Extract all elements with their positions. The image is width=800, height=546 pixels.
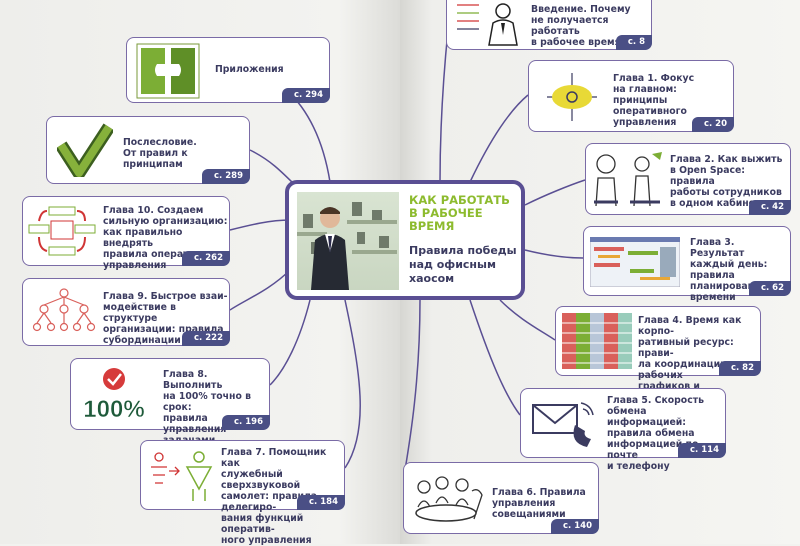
page-badge: с. 20 [691, 117, 734, 132]
author-photo [297, 192, 399, 290]
book-title-card: КАК РАБОТАТЬ В РАБОЧЕЕ ВРЕМЯ Правила поб… [285, 180, 525, 300]
meeting-table-illustration [412, 473, 484, 531]
page-badge: с. 294 [282, 88, 330, 103]
toc-text: Глава 8. Выполнить на 100% точно в срок:… [163, 369, 251, 446]
toc-text: Послесловие. От правил к принципам [123, 137, 197, 170]
open-space-illustration [590, 150, 666, 216]
delegation-illustration [149, 449, 215, 507]
toc-text: Приложения [215, 64, 284, 75]
connector-ch3 [524, 249, 584, 259]
connector-ch10 [229, 219, 291, 231]
toc-card-appendix[interactable]: Приложения с. 294 [126, 37, 330, 103]
page-badge: с. 82 [718, 361, 761, 376]
toc-card-chapter-5[interactable]: Глава 5. Скорость обмена информацией: пр… [520, 388, 726, 472]
mail-phone-icon [531, 395, 597, 455]
connector-ch4 [499, 299, 556, 341]
page-badge: с. 262 [182, 251, 230, 266]
checkmark-icon [55, 123, 115, 181]
toc-text: Глава 7. Помощник как служебный сверхзву… [221, 447, 327, 546]
toc-card-chapter-6[interactable]: Глава 6. Правила управления совещаниями … [403, 462, 599, 534]
connector-ch9 [229, 269, 291, 311]
book-subtitle: Правила победы над офисным хаосом [409, 244, 517, 285]
page-badge: с. 114 [678, 443, 726, 458]
connector-ch7 [344, 299, 361, 469]
page-badge: с. 140 [551, 519, 599, 534]
page-badge: с. 289 [202, 169, 250, 184]
calendar-screenshot-illustration [589, 236, 681, 291]
hundred-percent-illustration: 100% [79, 365, 149, 429]
puzzle-hands-illustration [135, 42, 201, 104]
toc-card-chapter-7[interactable]: Глава 7. Помощник как служебный сверхзву… [140, 440, 345, 546]
toc-text: Глава 5. Скорость обмена информацией: пр… [607, 395, 704, 472]
schedule-grid-illustration [562, 313, 632, 373]
page-badge: с. 62 [748, 281, 791, 296]
cycle-diagram-illustration [27, 203, 97, 263]
page-badge: с. 8 [615, 35, 652, 50]
page-badge: с. 184 [297, 495, 345, 510]
toc-card-chapter-10[interactable]: Глава 10. Создаем сильную организацию: к… [22, 196, 230, 271]
toc-text: Глава 1. Фокус на главном: принципы опер… [613, 73, 695, 128]
toc-card-chapter-8[interactable]: 100% Глава 8. Выполнить на 100% точно в … [70, 358, 270, 446]
toc-text: Глава 6. Правила управления совещаниями [492, 487, 586, 520]
toc-card-chapter-9[interactable]: Глава 9. Быстрое взаи- модействие в стру… [22, 278, 230, 346]
connector-ch2 [524, 179, 586, 206]
connector-intro [439, 29, 449, 183]
toc-text: Введение. Почему не получается работать … [531, 4, 631, 48]
toc-card-afterword[interactable]: Послесловие. От правил к принципам с. 28… [46, 116, 250, 184]
toc-card-chapter-2[interactable]: Глава 2. Как выжить в Open Space: правил… [585, 143, 791, 215]
connector-ch8 [269, 299, 311, 386]
org-chart-illustration [29, 285, 99, 343]
page-badge: с. 42 [748, 200, 791, 215]
toc-card-chapter-4[interactable]: Глава 4. Время как корпо- ративный ресур… [555, 306, 761, 414]
target-focus-illustration [539, 69, 605, 129]
toc-card-chapter-3[interactable]: Глава 3. Результат каждый день: правила … [583, 226, 791, 303]
page-badge: с. 196 [222, 415, 270, 430]
connector-ch6 [404, 299, 421, 471]
connector-ch5 [469, 299, 521, 416]
toc-card-chapter-1[interactable]: Глава 1. Фокус на главном: принципы опер… [528, 60, 734, 132]
book-title: КАК РАБОТАТЬ В РАБОЧЕЕ ВРЕМЯ [409, 193, 510, 233]
toc-text: Глава 9. Быстрое взаи- модействие в стру… [103, 291, 228, 346]
toc-card-introduction[interactable]: Введение. Почему не получается работать … [446, 0, 652, 50]
page-badge: с. 222 [182, 331, 230, 346]
hundred-percent-label: 100% [83, 396, 144, 423]
connector-ch1 [469, 94, 529, 183]
toc-text: Глава 3. Результат каждый день: правила … [690, 237, 768, 303]
businessman-arrows-illustration [455, 1, 527, 51]
toc-text: Глава 2. Как выжить в Open Space: правил… [670, 154, 783, 209]
